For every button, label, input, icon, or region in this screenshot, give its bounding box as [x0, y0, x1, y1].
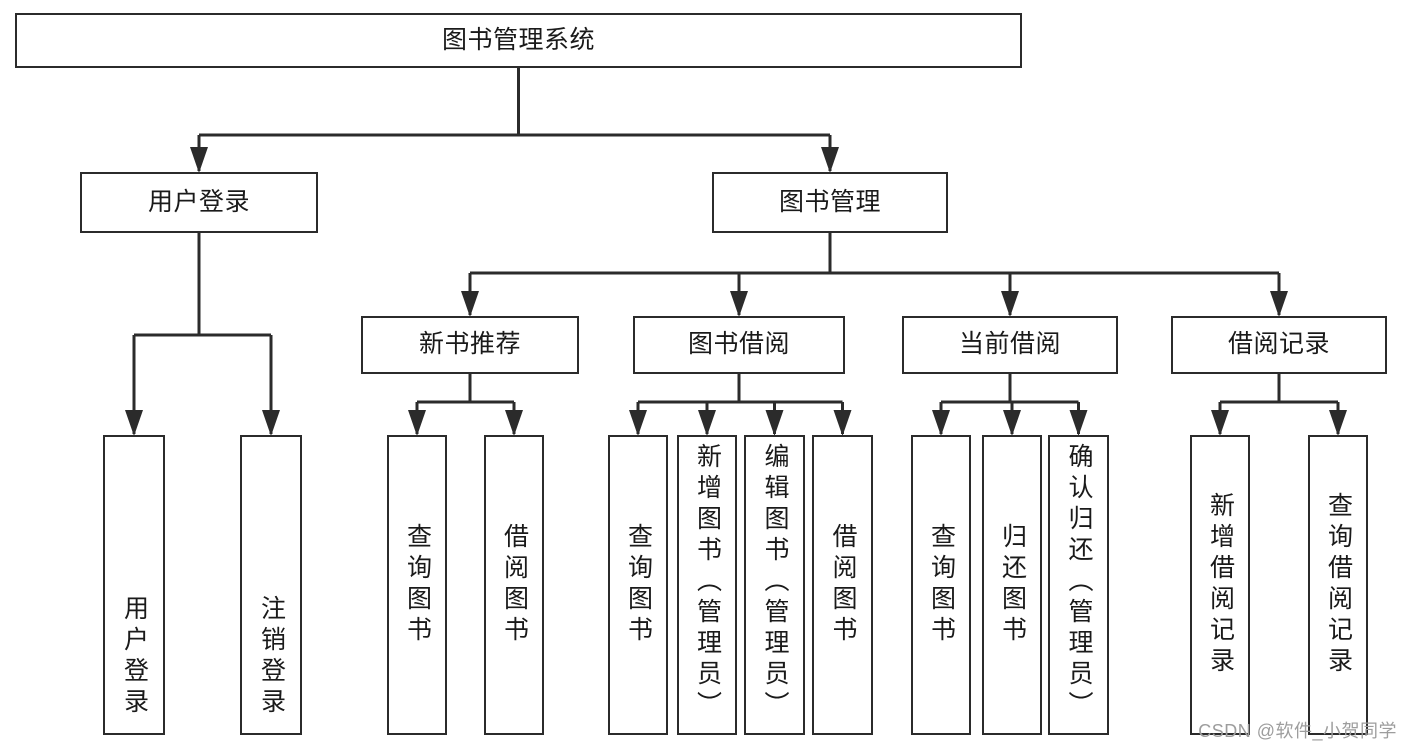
node-borrow-record[interactable]: 借阅记录	[1171, 316, 1387, 374]
node-leaf-borrow-book-1-label: 借阅图书	[500, 523, 529, 647]
node-leaf-edit-book-label: 编辑图书（管理员）	[761, 443, 789, 722]
node-leaf-add-book-label: 新增图书（管理员）	[693, 443, 722, 722]
node-new-book-recommendation-label: 新书推荐	[418, 330, 521, 359]
node-book-borrow-label: 图书借阅	[687, 330, 790, 359]
node-leaf-add-borrow-record-label: 新增借阅记录	[1206, 492, 1235, 678]
node-book-management-label: 图书管理	[778, 187, 881, 216]
node-leaf-confirm-return[interactable]: 确认归还（管理员）	[1048, 435, 1109, 735]
node-leaf-borrow-book-1[interactable]: 借阅图书	[484, 435, 544, 735]
node-root-label: 图书管理系统	[441, 25, 595, 54]
node-root[interactable]: 图书管理系统	[15, 13, 1022, 68]
node-leaf-query-book-1-label: 查询图书	[403, 523, 432, 647]
node-borrow-record-label: 借阅记录	[1227, 330, 1330, 359]
node-leaf-add-book[interactable]: 新增图书（管理员）	[677, 435, 737, 735]
node-leaf-query-book-3-label: 查询图书	[927, 523, 956, 647]
node-leaf-query-book-2[interactable]: 查询图书	[608, 435, 668, 735]
node-leaf-logout-label: 注销登录	[257, 595, 286, 719]
node-leaf-user-login[interactable]: 用户登录	[103, 435, 165, 735]
node-leaf-query-borrow-record-label: 查询借阅记录	[1324, 492, 1353, 678]
watermark-text: CSDN @软件_小贺同学	[1198, 721, 1397, 741]
node-leaf-query-book-3[interactable]: 查询图书	[911, 435, 971, 735]
node-current-borrow-label: 当前借阅	[958, 330, 1061, 359]
node-leaf-confirm-return-label: 确认归还（管理员）	[1065, 443, 1093, 722]
node-leaf-add-borrow-record[interactable]: 新增借阅记录	[1190, 435, 1250, 735]
node-user-login[interactable]: 用户登录	[80, 172, 318, 233]
node-leaf-query-book-2-label: 查询图书	[624, 523, 653, 647]
node-leaf-edit-book[interactable]: 编辑图书（管理员）	[744, 435, 805, 735]
node-leaf-return-book-label: 归还图书	[998, 523, 1027, 647]
node-leaf-logout[interactable]: 注销登录	[240, 435, 302, 735]
node-current-borrow[interactable]: 当前借阅	[902, 316, 1118, 374]
node-leaf-borrow-book-2-label: 借阅图书	[829, 523, 857, 647]
node-book-borrow[interactable]: 图书借阅	[633, 316, 845, 374]
node-book-management[interactable]: 图书管理	[712, 172, 948, 233]
node-user-login-label: 用户登录	[147, 187, 250, 216]
node-leaf-query-borrow-record[interactable]: 查询借阅记录	[1308, 435, 1368, 735]
node-leaf-return-book[interactable]: 归还图书	[982, 435, 1042, 735]
node-new-book-recommendation[interactable]: 新书推荐	[361, 316, 579, 374]
node-leaf-query-book-1[interactable]: 查询图书	[387, 435, 447, 735]
node-leaf-borrow-book-2[interactable]: 借阅图书	[812, 435, 873, 735]
node-leaf-user-login-label: 用户登录	[120, 595, 149, 719]
